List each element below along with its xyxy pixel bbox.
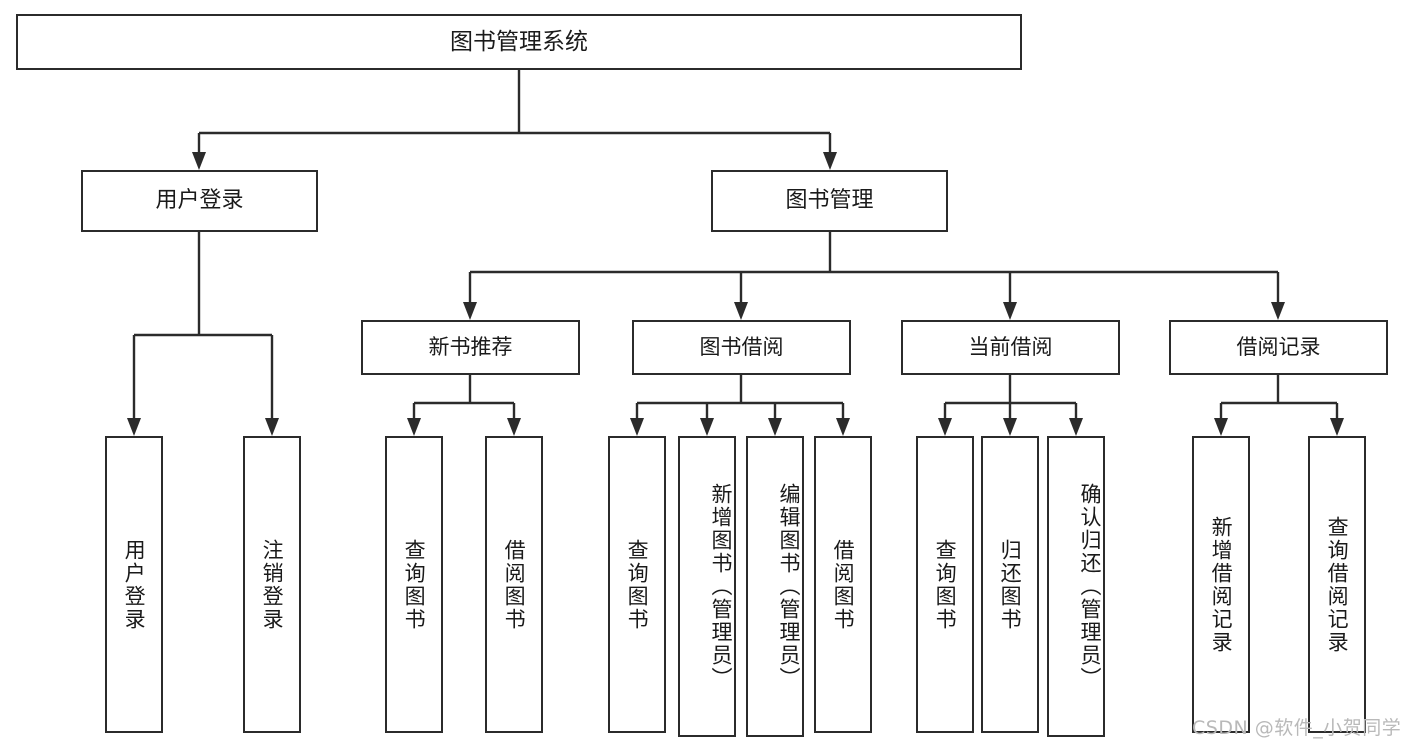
leaf-current-borrow-query-label: 查询图书	[933, 538, 958, 631]
node-user-login-label: 用户登录	[155, 188, 244, 214]
leaf-borrow-record-add[interactable]: 新增借阅记录	[1192, 436, 1250, 733]
leaf-borrow-record-query-label: 查询借阅记录	[1325, 515, 1350, 654]
leaf-new-book-borrow[interactable]: 借阅图书	[485, 436, 543, 733]
leaf-book-borrow-edit-label: 编辑图书（管理员）	[777, 483, 801, 690]
node-book-management[interactable]: 图书管理	[711, 170, 948, 232]
leaf-book-borrow-add[interactable]: 新增图书（管理员）	[678, 436, 736, 737]
leaf-book-borrow-add-label: 新增图书（管理员）	[709, 483, 733, 690]
leaf-current-borrow-return-label: 归还图书	[998, 538, 1023, 631]
leaf-user-login-login-label: 用户登录	[122, 538, 147, 631]
node-book-borrow[interactable]: 图书借阅	[632, 320, 851, 375]
node-borrow-record[interactable]: 借阅记录	[1169, 320, 1388, 375]
leaf-user-login-login[interactable]: 用户登录	[105, 436, 163, 733]
leaf-new-book-query[interactable]: 查询图书	[385, 436, 443, 733]
leaf-borrow-record-add-label: 新增借阅记录	[1209, 515, 1234, 654]
leaf-book-borrow-borrow-label: 借阅图书	[831, 538, 856, 631]
node-root[interactable]: 图书管理系统	[16, 14, 1022, 70]
leaf-user-login-logout-label: 注销登录	[260, 538, 285, 631]
leaf-new-book-query-label: 查询图书	[402, 538, 427, 631]
leaf-book-borrow-edit[interactable]: 编辑图书（管理员）	[746, 436, 804, 737]
leaf-current-borrow-query[interactable]: 查询图书	[916, 436, 974, 733]
leaf-current-borrow-confirm-return[interactable]: 确认归还（管理员）	[1047, 436, 1105, 737]
node-current-borrow-label: 当前借阅	[968, 335, 1053, 360]
leaf-new-book-borrow-label: 借阅图书	[502, 538, 527, 631]
node-root-label: 图书管理系统	[450, 28, 588, 55]
leaf-current-borrow-return[interactable]: 归还图书	[981, 436, 1039, 733]
leaf-book-borrow-query-label: 查询图书	[625, 538, 650, 631]
node-book-management-label: 图书管理	[785, 188, 874, 214]
leaf-borrow-record-query[interactable]: 查询借阅记录	[1308, 436, 1366, 733]
leaf-book-borrow-borrow[interactable]: 借阅图书	[814, 436, 872, 733]
node-borrow-record-label: 借阅记录	[1236, 335, 1321, 360]
leaf-user-login-logout[interactable]: 注销登录	[243, 436, 301, 733]
leaf-book-borrow-query[interactable]: 查询图书	[608, 436, 666, 733]
leaf-current-borrow-confirm-return-label: 确认归还（管理员）	[1078, 483, 1102, 690]
node-new-book-recommend-label: 新书推荐	[428, 335, 513, 360]
node-new-book-recommend[interactable]: 新书推荐	[361, 320, 580, 375]
node-book-borrow-label: 图书借阅	[699, 335, 784, 360]
node-user-login[interactable]: 用户登录	[81, 170, 318, 232]
node-current-borrow[interactable]: 当前借阅	[901, 320, 1120, 375]
